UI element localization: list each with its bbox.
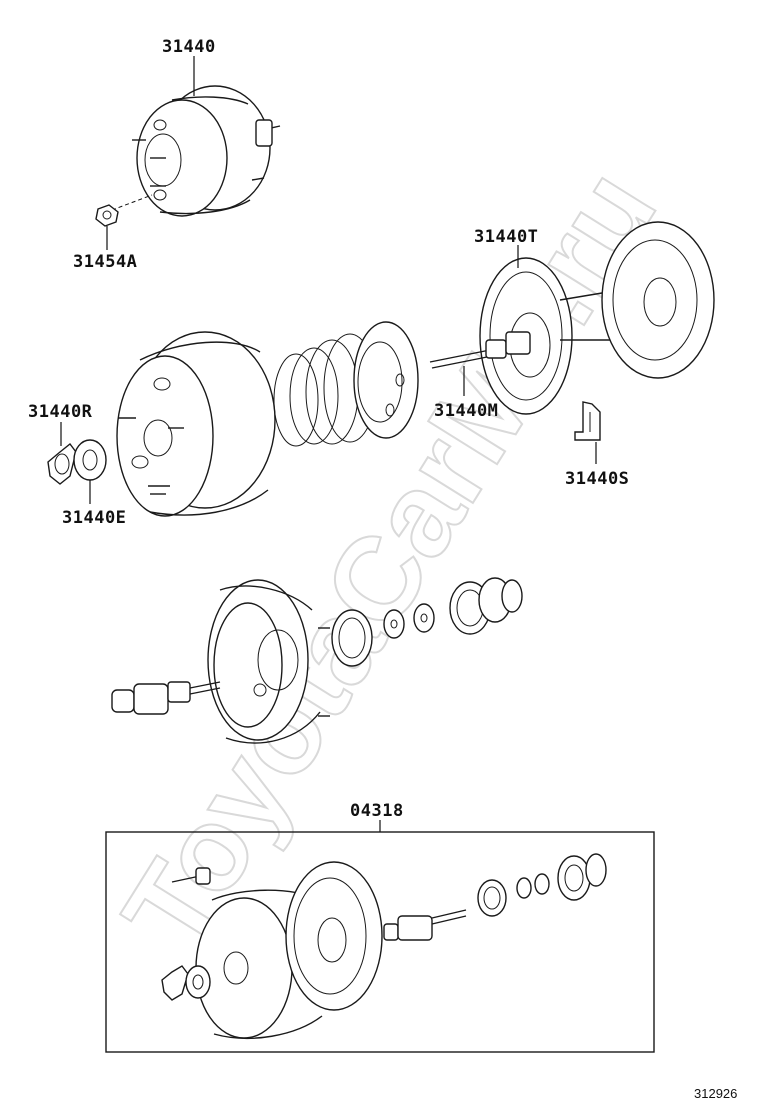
spring-retainer-plate-drawing	[353, 321, 419, 439]
kit-contents-drawing	[161, 853, 607, 1039]
label-31440t: 31440T	[474, 227, 538, 247]
booster-assembly-drawing	[111, 85, 281, 217]
svg-text:ToyotaCarMe.ru: ToyotaCarMe.ru	[98, 148, 681, 972]
valve-plunger-drawing	[111, 681, 221, 715]
retainer-drawing	[47, 443, 77, 485]
seal-drawing	[73, 439, 107, 481]
o-ring-drawing	[331, 609, 373, 667]
label-31440m: 31440M	[434, 401, 498, 421]
label-31440s: 31440S	[565, 469, 629, 489]
front-shell-drawing	[116, 331, 276, 517]
diagram-reference-number: 312926	[694, 1086, 737, 1101]
label-31440: 31440	[162, 37, 216, 57]
clip-drawing	[574, 401, 601, 441]
watermark: ToyotaCarMe.ru	[97, 147, 682, 973]
nut-drawing	[95, 204, 119, 227]
rear-shell-drawing	[559, 221, 715, 379]
boot-drawing	[449, 577, 523, 635]
label-31454a: 31454A	[73, 252, 137, 272]
label-31440e: 31440E	[62, 508, 126, 528]
washer-b-drawing	[413, 603, 435, 633]
push-rod-drawing	[429, 331, 531, 369]
label-04318: 04318	[350, 801, 404, 821]
washer-a-drawing	[383, 609, 405, 639]
valve-body-drawing	[207, 579, 330, 744]
label-31440r: 31440R	[28, 402, 93, 422]
kit-box	[105, 831, 655, 1053]
